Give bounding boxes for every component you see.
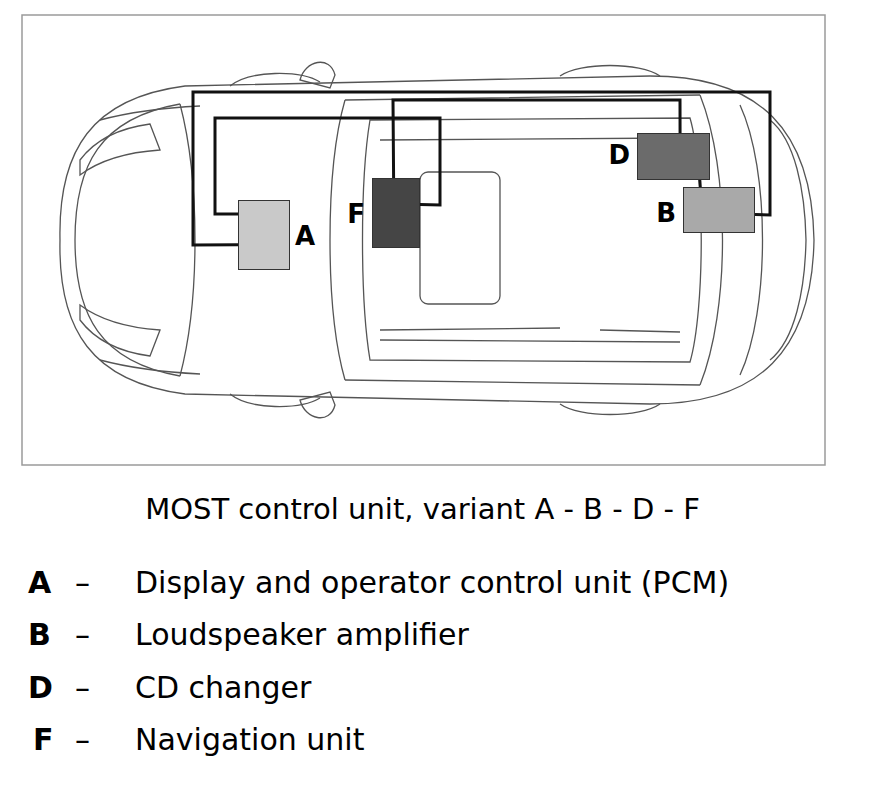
module-letter: F [347, 201, 365, 227]
key-letter: F [33, 722, 54, 758]
key-letter: A [28, 565, 51, 601]
key-text: Loudspeaker amplifier [135, 617, 469, 653]
key-text: Display and operator control unit (PCM) [135, 565, 729, 601]
key-text: – [75, 565, 90, 601]
module-letter: D [608, 142, 630, 168]
frame [22, 15, 825, 465]
module-box: F [372, 178, 420, 248]
key-text: – [75, 670, 90, 706]
most-fiber-wire [698, 180, 702, 187]
key-letter: D [28, 670, 53, 706]
key-text: – [75, 722, 90, 758]
module-letter: B [656, 200, 676, 226]
module-box: B [683, 187, 755, 233]
module-letter: A [295, 223, 315, 249]
key-text: Navigation unit [135, 722, 364, 758]
key-text: – [75, 617, 90, 653]
module-box: D [637, 133, 710, 180]
car-outline [60, 62, 814, 417]
caption: MOST control unit, variant A - B - D - F [145, 492, 700, 527]
module-box: A [238, 200, 290, 270]
key-text: CD changer [135, 670, 311, 706]
key-letter: B [28, 617, 51, 653]
